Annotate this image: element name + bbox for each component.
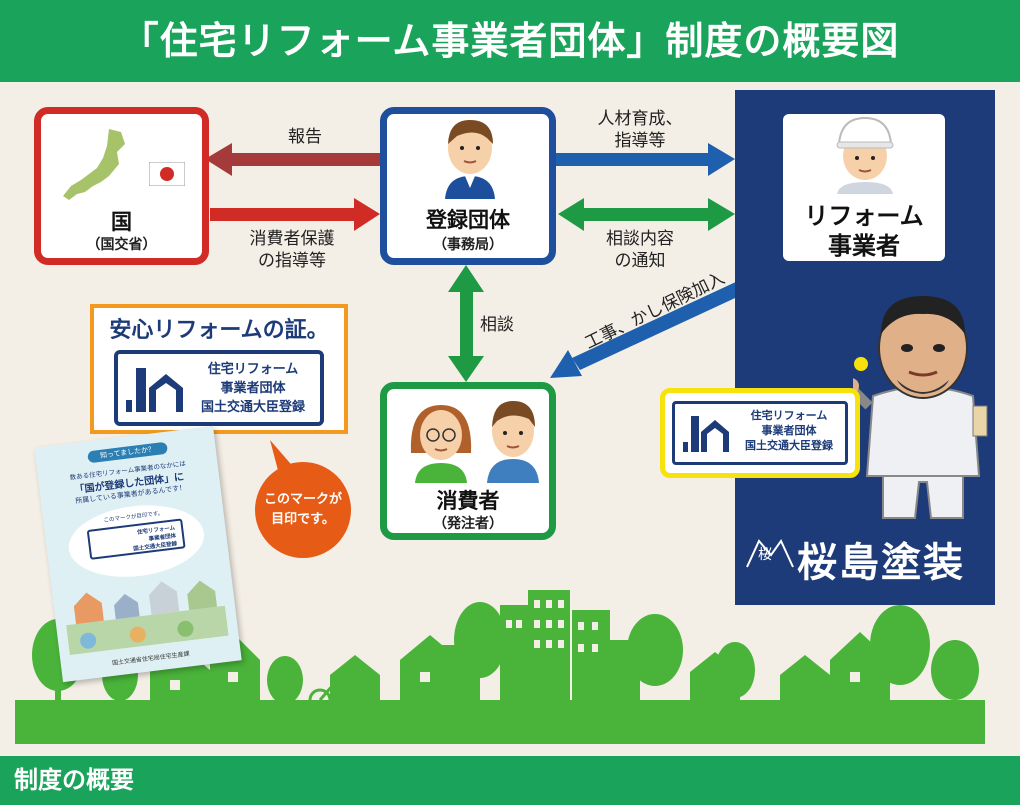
label-training-2: 指導等: [614, 131, 666, 151]
government-node: 国 （国交省）: [34, 107, 209, 265]
bubble-line1: このマークが: [263, 492, 342, 507]
page-title: 「住宅リフォーム事業者団体」制度の概要図: [120, 19, 900, 63]
label-consumer-protection-2: の指導等: [258, 251, 326, 271]
worker-avatar: [836, 116, 894, 194]
house-mark-icon: [683, 416, 729, 452]
mark-frame-small: 住宅リフォーム 事業者団体 国土交通大臣登録: [672, 401, 848, 465]
label-consultation-notice: 相談内容 の通知: [590, 228, 690, 272]
arrow-consumer-protection: [210, 198, 380, 231]
japan-map-icon: [63, 129, 125, 200]
mascot-worker-avatar: [853, 296, 988, 519]
house-mark-icon: [126, 368, 183, 412]
label-consultation-notice-2: の通知: [614, 251, 666, 271]
label-consultation-notice-1: 相談内容: [606, 229, 674, 249]
mark-badge-large: 安心リフォームの証。 住宅リフォーム 事業者団体 国土交通大臣登録: [90, 304, 348, 434]
consumer-node: 消費者 （発注者）: [380, 382, 556, 540]
label-consumer-protection: 消費者保護 の指導等: [218, 228, 366, 272]
government-name: 国: [111, 210, 132, 234]
arrow-training: [555, 143, 735, 176]
label-report: 報告: [288, 127, 322, 147]
brand-emblem-icon: [746, 539, 794, 568]
government-sub: （国交省）: [86, 237, 157, 253]
mark-badge-small: 住宅リフォーム 事業者団体 国土交通大臣登録: [660, 388, 860, 478]
arrow-consult: [448, 265, 484, 382]
consumers-avatar: [410, 401, 539, 483]
japan-flag-icon: [149, 162, 185, 186]
mark-large-line1: 住宅リフォーム: [207, 362, 299, 377]
mark-small-line1: 住宅リフォーム: [750, 409, 828, 422]
staff-avatar: [445, 120, 495, 199]
brochure[interactable]: 知ってましたか？ 数ある住宅リフォーム事業者のなかには 「国が登録した団体」に …: [34, 425, 242, 683]
label-consumer-protection-1: 消費者保護: [249, 229, 335, 249]
bubble-line2: 目印です。: [271, 512, 335, 527]
reform-company-node: リフォーム 事業者: [783, 114, 945, 261]
mark-headline: 安心リフォームの証。: [109, 318, 329, 343]
arrow-construction: [550, 280, 748, 378]
mark-large-line3: 国土交通大臣登録: [200, 400, 305, 415]
bicycle-icon: [308, 682, 362, 712]
label-consult: 相談: [480, 315, 514, 335]
speech-bubble: このマークが 目印です。: [255, 490, 351, 530]
reform-company-line1: リフォーム: [804, 202, 924, 230]
speech-bubble-shape: [255, 440, 351, 558]
mark-frame-large: 住宅リフォーム 事業者団体 国土交通大臣登録: [114, 350, 324, 426]
consumer-name: 消費者: [436, 489, 500, 513]
arrow-consultation-notice: [558, 198, 735, 231]
brochure-illustration: [66, 580, 229, 656]
registered-body-node: 登録団体 （事務局）: [380, 107, 556, 265]
footer-bar: 制度の概要: [0, 756, 1020, 805]
consumer-sub: （発注者）: [433, 516, 503, 532]
mark-large-line2: 事業者団体: [220, 381, 286, 396]
mark-small-line3: 国土交通大臣登録: [745, 439, 833, 452]
label-training: 人材育成、 指導等: [585, 108, 695, 152]
registered-body-name: 登録団体: [426, 208, 510, 232]
arrow-report: [205, 143, 380, 176]
reform-company-line2: 事業者: [828, 232, 900, 260]
label-training-1: 人材育成、: [597, 109, 683, 129]
reform-company-panel: リフォーム 事業者 桜 桜島塗装: [735, 90, 995, 605]
brand-name: 桜島塗装: [797, 539, 965, 586]
registered-body-sub: （事務局）: [433, 237, 503, 253]
title-bar: 「住宅リフォーム事業者団体」制度の概要図: [0, 0, 1020, 82]
brand-emblem: 桜: [758, 547, 772, 563]
mark-small-line2: 事業者団体: [761, 424, 817, 437]
footer-label: 制度の概要: [14, 766, 134, 794]
